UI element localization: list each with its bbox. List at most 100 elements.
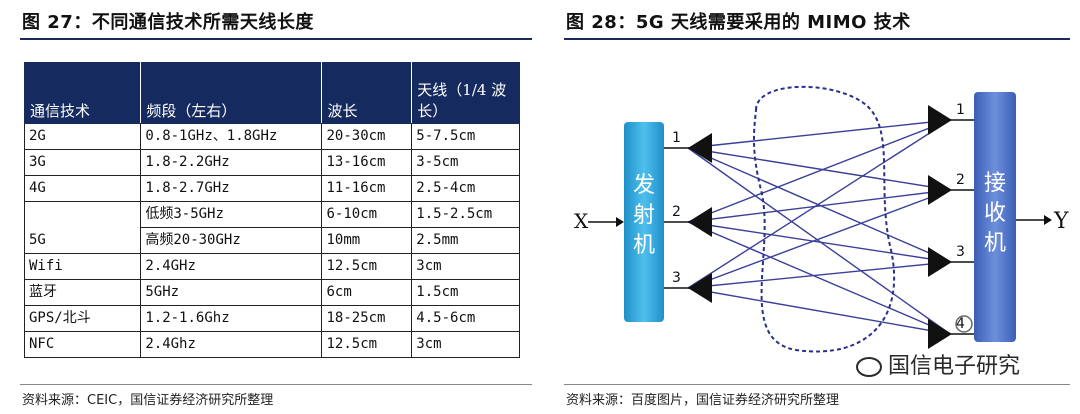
cell-wave: 6-10cm	[321, 201, 413, 228]
cell-tech: 蓝牙	[23, 279, 142, 306]
cell-band: 低频3-5GHz	[140, 201, 323, 228]
source-rule	[564, 384, 1070, 385]
mimo-link	[687, 189, 951, 223]
cell-band: 0.8-1GHz、1.8GHz	[140, 123, 323, 150]
mimo-links	[687, 119, 951, 335]
cell-ant: 3cm	[411, 331, 520, 358]
rx-antenna-icon	[928, 105, 952, 135]
cell-ant: 3-5cm	[411, 149, 520, 176]
figure-27-panel: 图 27：不同通信技术所需天线长度 通信技术 频段（左右） 波长 天线（1/4 …	[20, 12, 532, 408]
cell-ant: 2.5-4cm	[411, 175, 520, 202]
rx-antenna-number: 1	[956, 102, 965, 118]
rx-antenna-icon	[928, 319, 952, 349]
tx-antenna-number: 3	[672, 270, 681, 286]
cell-wave: 18-25cm	[321, 305, 413, 332]
tx-antenna-icon	[688, 273, 712, 303]
figure-27-title: 图 27：不同通信技术所需天线长度	[22, 12, 314, 33]
table-row: 蓝牙 5GHz 6cm 1.5cm	[23, 279, 520, 306]
tx-antenna-icon	[688, 207, 712, 237]
watermark-handle-icon	[955, 315, 973, 333]
receiver-label: 接收机	[984, 171, 1006, 256]
receiver-box	[974, 92, 1016, 342]
output-label: Y	[1053, 209, 1069, 234]
table-row: 5G 低频3-5GHz 6-10cm 1.5-2.5cm	[23, 201, 520, 254]
title-rule	[20, 38, 532, 40]
table-row: 高频20-30GHz 10mm 2.5mm	[25, 227, 520, 254]
wechat-icon	[856, 357, 882, 377]
cell-band: 2.4Ghz	[140, 331, 323, 358]
cell-band: 2.4GHz	[140, 253, 323, 280]
txlabel-char: 射	[633, 203, 655, 228]
rxlabel-char: 接	[984, 171, 1006, 196]
cell-band: 1.8-2.2GHz	[140, 149, 323, 176]
figure-28-title: 图 28：5G 天线需要采用的 MIMO 技术	[566, 12, 911, 33]
cell-tech: 4G	[23, 175, 142, 202]
rx-antenna-icon	[928, 247, 952, 277]
input-arrow-head	[616, 217, 624, 227]
rx-antenna-icon	[928, 175, 952, 205]
header-wavelength: 波长	[321, 62, 413, 124]
mimo-link	[687, 119, 951, 149]
cell-tech: GPS/北斗	[23, 305, 142, 332]
table-row: NFC 2.4Ghz 12.5cm 3cm	[23, 331, 520, 358]
mimo-link	[687, 147, 951, 191]
antenna-length-table: 通信技术 频段（左右） 波长 天线（1/4 波长） 2G 0.8-1GHz、1.…	[23, 62, 520, 358]
cell-wave: 11-16cm	[321, 175, 413, 202]
cell-band: 1.8-2.7GHz	[140, 175, 323, 202]
cell-tech: 2G	[23, 123, 142, 150]
mimo-link	[687, 189, 951, 289]
cell-tech: Wifi	[23, 253, 142, 280]
table-row: Wifi 2.4GHz 12.5cm 3cm	[23, 253, 520, 280]
cell-band: 高频20-30GHz	[140, 227, 323, 254]
input-label: X	[574, 209, 589, 233]
receive-antennas: 1 2 3 4	[928, 102, 974, 349]
watermark-text: 国信电子研究	[888, 354, 1021, 379]
transmitter-label: 发射机	[633, 173, 655, 258]
header-band: 频段（左右）	[140, 62, 323, 124]
txlabel-char: 发	[633, 173, 655, 198]
cell-ant: 3cm	[411, 253, 520, 280]
rx-antenna-number: 4	[956, 316, 965, 332]
source-rule	[20, 384, 532, 385]
mimo-link	[687, 221, 951, 263]
mimo-link	[687, 119, 951, 223]
mimo-link	[687, 147, 951, 335]
rx-antenna-number: 3	[956, 244, 965, 260]
cell-tech: NFC	[23, 331, 142, 358]
cell-ant: 2.5mm	[411, 227, 520, 254]
title-rule	[564, 38, 1070, 40]
cell-ant: 1.5-2.5cm	[411, 201, 520, 228]
header-tech: 通信技术	[23, 62, 142, 124]
header-antenna: 天线（1/4 波长）	[411, 62, 520, 124]
rxlabel-char: 收	[984, 201, 1006, 226]
cell-ant: 1.5cm	[411, 279, 520, 306]
table-row: 3G 1.8-2.2GHz 13-16cm 3-5cm	[23, 149, 520, 176]
cell-ant: 4.5-6cm	[411, 305, 520, 332]
tx-antenna-icon	[688, 133, 712, 163]
output-arrow-head	[1044, 215, 1052, 225]
cell-band: 1.2-1.6Ghz	[140, 305, 323, 332]
tx-antenna-number: 1	[672, 130, 681, 146]
cell-wave: 20-30cm	[321, 123, 413, 150]
cell-tech: 3G	[23, 149, 142, 176]
figure-28-source: 资料来源：百度图片，国信证券经济研究所整理	[566, 393, 840, 408]
cell-wave: 10mm	[321, 227, 413, 254]
figure-27-source: 资料来源：CEIC，国信证券经济研究所整理	[22, 393, 274, 408]
table-row: 2G 0.8-1GHz、1.8GHz 20-30cm 5-7.5cm	[23, 123, 520, 150]
rxlabel-char: 机	[984, 231, 1006, 256]
cell-band: 5GHz	[140, 279, 323, 306]
mimo-link	[687, 261, 951, 289]
figure-28-panel: 图 28：5G 天线需要采用的 MIMO 技术 X 发射机 接收机	[556, 0, 1080, 414]
rx-antenna-number: 2	[956, 172, 965, 188]
mimo-link	[687, 221, 951, 335]
mimo-link	[687, 147, 951, 263]
watermark: 国信电子研究	[856, 348, 1020, 380]
table-header-row: 通信技术 频段（左右） 波长 天线（1/4 波长）	[23, 62, 520, 124]
tx-antenna-number: 2	[672, 204, 681, 220]
cell-wave: 6cm	[321, 279, 413, 306]
transmit-antennas: 1 2 3	[664, 130, 712, 303]
mimo-link	[687, 287, 951, 335]
cell-wave: 12.5cm	[321, 331, 413, 358]
transmitter-box	[624, 122, 664, 322]
